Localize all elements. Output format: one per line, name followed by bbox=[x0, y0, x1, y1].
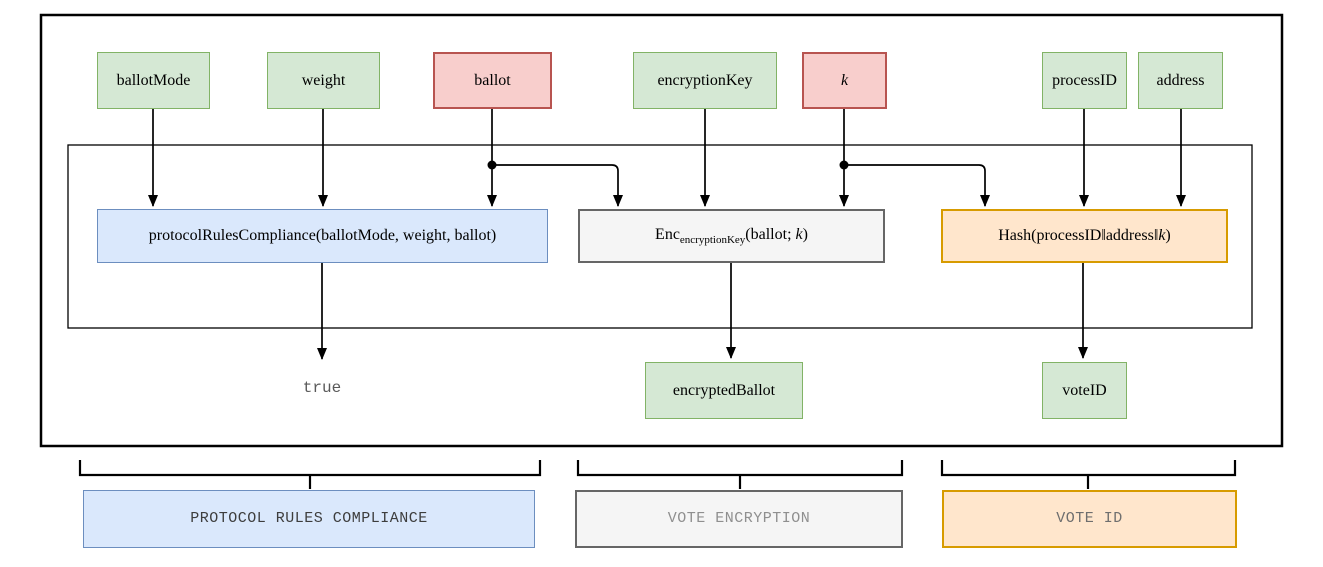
input-box-ballotmode: ballotMode bbox=[97, 52, 210, 109]
section-label: VOTE ENCRYPTION bbox=[667, 509, 811, 527]
input-label: ballot bbox=[474, 71, 511, 89]
section-box-vote-id: VOTE ID bbox=[942, 490, 1237, 548]
output-box-encryptedballot: encryptedBallot bbox=[645, 362, 803, 419]
output-label: encryptedBallot bbox=[672, 381, 776, 399]
input-box-k: k bbox=[802, 52, 887, 109]
junction-dot-k bbox=[839, 160, 849, 170]
section-label: VOTE ID bbox=[1056, 509, 1123, 527]
output-true: true bbox=[302, 379, 342, 397]
input-box-address: address bbox=[1138, 52, 1223, 109]
input-box-weight: weight bbox=[267, 52, 380, 109]
input-box-encryptionkey: encryptionKey bbox=[633, 52, 777, 109]
bracket-vote-encryption bbox=[576, 460, 904, 477]
inner-boundary bbox=[67, 144, 1253, 329]
output-label: voteID bbox=[1062, 381, 1107, 399]
input-box-ballot: ballot bbox=[433, 52, 552, 109]
function-box-hash: Hash(processID‖address‖k) bbox=[941, 209, 1228, 263]
section-label: PROTOCOL RULES COMPLIANCE bbox=[190, 509, 428, 527]
function-box-encryption: EncencryptionKey(ballot; k) bbox=[578, 209, 885, 263]
input-label: k bbox=[840, 71, 849, 89]
input-label: ballotMode bbox=[116, 71, 191, 89]
bracket-vote-id bbox=[940, 460, 1237, 477]
outer-boundary bbox=[39, 13, 1284, 448]
function-label: EncencryptionKey(ballot; k) bbox=[655, 225, 808, 247]
arrow-ballot-branch-to-enc bbox=[492, 164, 623, 207]
function-box-protocol-rules-compliance: protocolRulesCompliance(ballotMode, weig… bbox=[97, 209, 548, 263]
section-box-vote-encryption: VOTE ENCRYPTION bbox=[575, 490, 903, 548]
input-label: encryptionKey bbox=[657, 71, 753, 89]
function-label: protocolRulesCompliance(ballotMode, weig… bbox=[148, 227, 497, 245]
input-label: address bbox=[1156, 71, 1205, 89]
output-box-voteid: voteID bbox=[1042, 362, 1127, 419]
input-label: weight bbox=[301, 71, 346, 89]
input-box-processid: processID bbox=[1042, 52, 1127, 109]
junction-dot-ballot bbox=[487, 160, 497, 170]
input-label: processID bbox=[1052, 71, 1117, 89]
arrow-k-branch-to-hash bbox=[844, 164, 990, 207]
function-label: Hash(processID‖address‖k) bbox=[998, 227, 1171, 245]
bracket-protocol-rules-compliance bbox=[78, 460, 542, 477]
section-box-protocol-rules-compliance: PROTOCOL RULES COMPLIANCE bbox=[83, 490, 535, 548]
